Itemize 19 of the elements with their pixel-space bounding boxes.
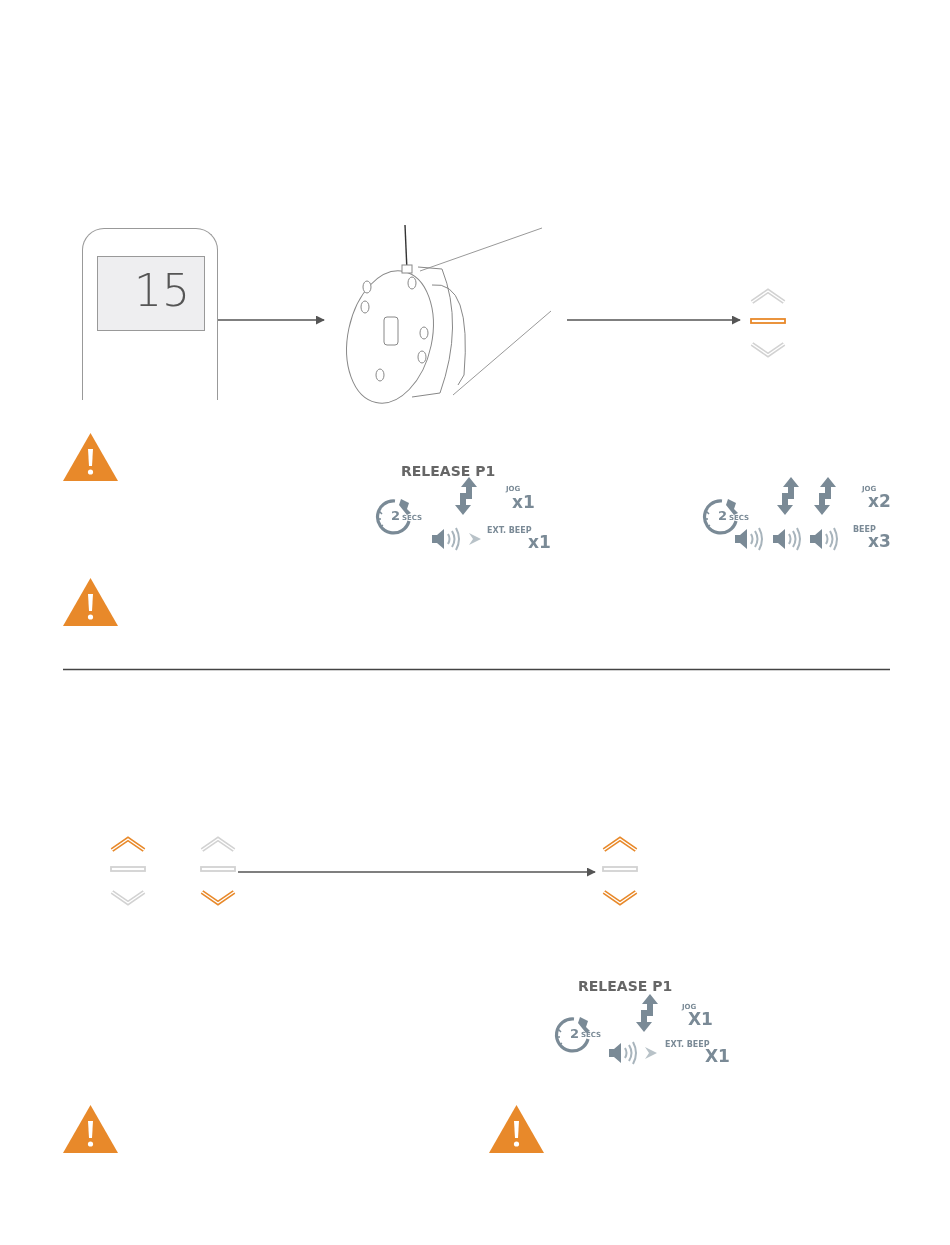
count-label: x1 — [512, 494, 535, 511]
count-label: x1 — [528, 534, 551, 551]
display-number: 15 — [134, 269, 190, 313]
timer-number: 2 — [570, 1027, 580, 1040]
arrow — [566, 315, 741, 325]
signal-label: EXT. BEEP — [487, 527, 532, 535]
instruction-text: RELEASE P1 — [578, 979, 673, 993]
signal-label: EXT. BEEP — [665, 1041, 710, 1049]
remote-control — [82, 228, 218, 400]
instruction-text: RELEASE P1 — [401, 464, 496, 478]
signal-label: BEEP — [853, 526, 876, 534]
count-label: x2 — [868, 493, 891, 510]
arrow — [217, 315, 325, 325]
count-label: x3 — [868, 533, 891, 550]
count-label: X1 — [688, 1011, 713, 1028]
timer-number: 2 — [391, 509, 401, 522]
arrow — [237, 867, 596, 877]
timer-number: 2 — [718, 509, 728, 522]
count-label: X1 — [705, 1048, 730, 1065]
